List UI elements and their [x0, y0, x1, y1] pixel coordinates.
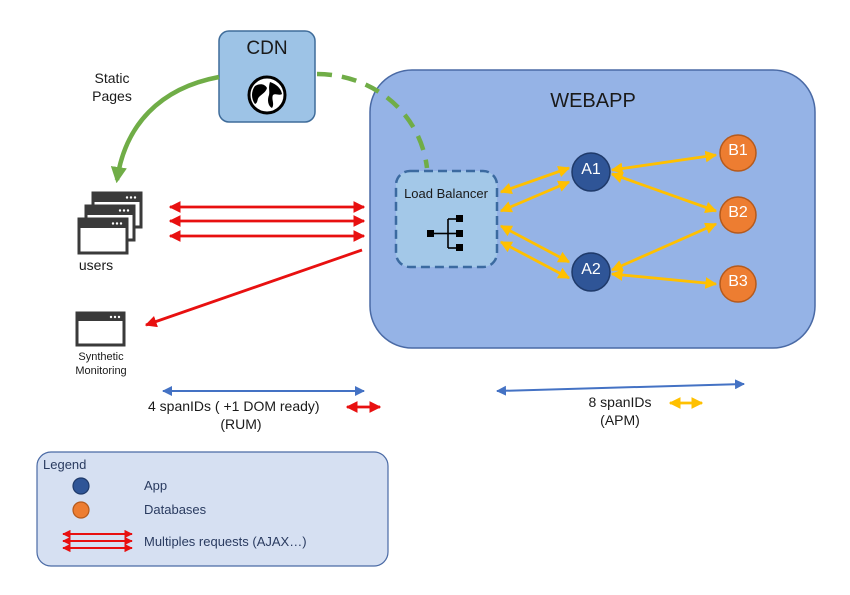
- legend-app-swatch: [72, 477, 90, 495]
- node-a1-label: A1: [581, 161, 601, 178]
- node-a1: [571, 152, 611, 192]
- node-b2: [719, 196, 757, 234]
- legend-databases-label: Databases: [144, 502, 207, 517]
- rum-label-line1: 4 spanIDs ( +1 DOM ready): [148, 398, 320, 414]
- globe-icon: [247, 75, 287, 115]
- node-b2-label: B2: [728, 204, 748, 221]
- user-request-arrows: [168, 201, 366, 242]
- internal-call-arrows: [499, 150, 718, 289]
- legend-db-swatch: [72, 501, 90, 519]
- node-b3: [719, 265, 757, 303]
- load-balancer-box: [394, 169, 499, 269]
- legend-multiple-label: Multiples requests (AJAX…): [144, 534, 307, 549]
- synthetic-monitoring-icon: [75, 311, 126, 347]
- node-a2: [571, 252, 611, 292]
- users-label: users: [78, 257, 114, 273]
- node-b1-label: B1: [728, 142, 748, 159]
- synthetic-line1: Synthetic: [78, 351, 124, 363]
- static-pages-line2: Pages: [92, 88, 132, 104]
- legend-request-swatch: [62, 529, 133, 553]
- static-pages-label: Static Pages: [92, 69, 132, 105]
- cdn-label: CDN: [246, 38, 288, 59]
- legend-title: Legend: [43, 457, 87, 472]
- webapp-title: WEBAPP: [550, 90, 636, 112]
- cdn-to-users-arrow: [110, 74, 220, 184]
- synthetic-request-arrow: [144, 248, 363, 328]
- legend-app-label: App: [144, 478, 168, 493]
- apm-label-line2: (APM): [600, 412, 640, 428]
- users-icon: [77, 191, 143, 255]
- synthetic-monitoring-label: Synthetic Monitoring: [75, 350, 126, 378]
- apm-span-arrow: [496, 379, 745, 396]
- cdn-to-load-balancer-dashed: [316, 71, 430, 169]
- load-balancer-label: Load Balancer: [404, 186, 488, 201]
- synthetic-line2: Monitoring: [75, 365, 127, 377]
- node-b3-label: B3: [728, 273, 748, 290]
- hierarchy-icon: [427, 215, 463, 251]
- static-pages-line1: Static: [94, 70, 130, 86]
- node-b1: [719, 134, 757, 172]
- apm-label-line1: 8 spanIDs: [588, 394, 652, 410]
- node-a2-label: A2: [581, 261, 601, 278]
- rum-label-line2: (RUM): [220, 416, 262, 432]
